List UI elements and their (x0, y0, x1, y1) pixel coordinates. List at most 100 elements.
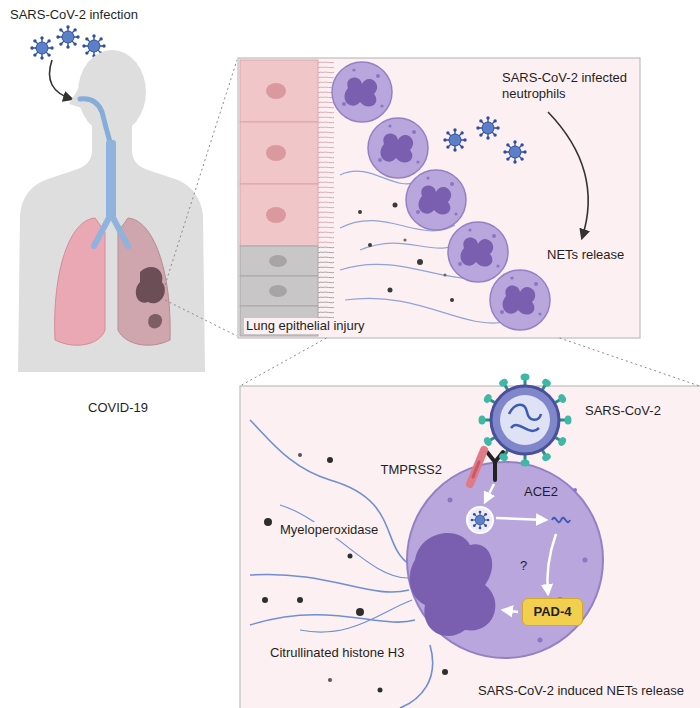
dna-strands (250, 615, 415, 625)
zoom-lines (165, 60, 237, 336)
granule-dots (417, 259, 423, 265)
mechanism-panel (240, 374, 700, 708)
human-figure (106, 140, 116, 218)
callout-label: Citrullinated histone H3 (268, 645, 406, 661)
sars-cov-2-virion (491, 386, 559, 454)
zoom-connector (560, 338, 700, 386)
callout-label: ACE2 (524, 484, 558, 500)
callout-label: Myeloperoxidase (278, 522, 380, 538)
enzyme-label: PAD-4 (533, 604, 572, 620)
lung-epithelium-panel (332, 62, 392, 122)
granule-dots (403, 238, 406, 241)
pathway-arrows (503, 610, 518, 612)
pathway-arrows (496, 518, 546, 520)
myeloperoxidase-dots (328, 678, 332, 682)
figure-label: COVID-19 (88, 400, 148, 416)
myeloperoxidase-dots (327, 457, 333, 463)
human-figure (136, 267, 165, 303)
viral-rna (552, 518, 570, 523)
cell-granules (448, 498, 453, 503)
zoom-panel: PAD-4SARS-CoV-2TMPRSS2ACE2Myeloperoxidas… (240, 386, 700, 708)
lung-epithelium-panel (266, 207, 286, 223)
endosome (467, 507, 493, 533)
callout-label: NETs release (545, 247, 626, 263)
myeloperoxidase-dots (356, 608, 364, 616)
lung-epithelium-panel (269, 255, 287, 267)
zoom-lines (165, 300, 237, 336)
pathway-arrows (547, 534, 556, 594)
lung-epithelium-panel (240, 246, 318, 276)
cell-granules (538, 638, 543, 643)
lung-epithelium-panel (476, 116, 499, 139)
myeloperoxidase-dots (348, 554, 353, 559)
cell-granules (573, 488, 577, 492)
lung-epithelium-panel (503, 140, 526, 163)
sars-cov-2-virion (479, 374, 572, 467)
dna-strands (300, 600, 412, 632)
lung-epithelium-panel (266, 145, 286, 161)
myeloperoxidase-dots (298, 453, 302, 457)
myeloperoxidase-dots (442, 669, 448, 675)
zoom-lines (165, 60, 237, 285)
mechanism-panel (471, 511, 490, 530)
granule-dots (450, 298, 454, 302)
lung-epithelium-panel (269, 285, 287, 297)
myeloperoxidase-dots (378, 688, 383, 693)
human-figure (18, 50, 205, 372)
pathway-arrows (485, 484, 556, 612)
granule-dots (368, 243, 372, 247)
callout-label: Lung epithelial injury (244, 318, 367, 334)
enzyme-box: PAD-4 (522, 598, 583, 626)
net-strands (345, 298, 505, 323)
lung-epithelium-panel (406, 170, 466, 230)
lung-epithelium-panel (240, 184, 318, 246)
myeloperoxidase-dots (264, 518, 272, 526)
infection-arrow (50, 60, 73, 99)
dna-strands (280, 505, 410, 578)
lung-epithelium-panel (448, 222, 508, 282)
dna-strands (250, 574, 409, 592)
callout-label: SARS-CoV-2 infected neutrophils (500, 70, 636, 101)
human-figure (78, 50, 146, 134)
lung-epithelium-panel (368, 118, 428, 178)
neutrophil-cell (407, 462, 603, 658)
mechanism-panel (240, 386, 700, 708)
release-arrow (548, 112, 588, 238)
figure-label: SARS-CoV-2 infection (10, 7, 138, 23)
lung-epithelium-panel (238, 58, 640, 338)
cell-granules (448, 488, 588, 643)
incoming-viruses (30, 36, 53, 59)
human-figure (18, 125, 205, 372)
zoom-panel: SARS-CoV-2 infected neutrophilsNETs rele… (238, 58, 640, 338)
sars-cov-2-virion (500, 395, 550, 445)
zoom-connector (240, 338, 326, 386)
lung-epithelium-panel (238, 58, 640, 338)
dna-strands (250, 420, 410, 565)
callout-label: TMPRSS2 (379, 462, 444, 478)
lung-epithelium-panel (490, 270, 550, 330)
granule-dots (358, 210, 362, 214)
myeloperoxidase-dots (262, 597, 268, 603)
incoming-viruses (56, 25, 79, 48)
pathway-arrows (485, 484, 494, 502)
lung-epithelium-panel (443, 128, 466, 151)
tmprss2-protease (470, 450, 484, 484)
human-figure (148, 314, 162, 328)
lung-epithelium-panel (240, 276, 318, 306)
granule-dots (393, 203, 398, 208)
lung-epithelium-panel (240, 122, 318, 184)
nucleus (410, 533, 496, 636)
panel-caption: SARS-CoV-2 induced NETs release (476, 683, 686, 699)
sars-cov-2-virion (509, 405, 541, 431)
lung-epithelium-panel (266, 83, 286, 99)
lung-epithelium-panel (240, 60, 318, 122)
cell-granules (583, 558, 588, 563)
question-mark: ? (520, 558, 527, 574)
human-figure (80, 99, 110, 142)
incoming-viruses (30, 25, 105, 59)
